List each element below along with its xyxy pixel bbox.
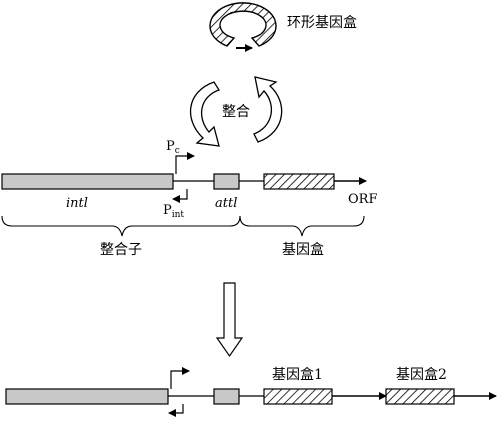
intl-gene-bottom	[5, 388, 169, 405]
attl-site	[213, 173, 240, 190]
pc-promoter-arrow-bottom	[170, 367, 190, 389]
attl-label: attl	[215, 196, 237, 211]
cassette-1	[263, 388, 333, 405]
pint-promoter-arrow-bottom	[168, 404, 184, 417]
integron-brace	[1, 215, 241, 237]
result-down-arrow	[215, 282, 244, 358]
integration-arrow-down	[189, 81, 220, 147]
gene-cassette-1-label: 基因盒1	[272, 366, 323, 383]
gene-cassette-label: 基因盒	[282, 241, 324, 258]
circular-cassette-ring	[209, 2, 277, 47]
circular-cassette: 环形基因盒	[209, 2, 357, 52]
integron-construct: Pc Pint intl attl ORF	[1, 139, 377, 220]
attl-site-bottom	[213, 388, 240, 405]
pint-promoter-arrow	[172, 189, 188, 203]
cassette-brace	[239, 215, 365, 237]
braces: 整合子 基因盒	[1, 215, 365, 258]
cassette-orf	[263, 173, 335, 190]
intl-label: intl	[66, 196, 88, 211]
integration-arrows: 整合	[189, 76, 283, 147]
pc-label: Pc	[166, 139, 180, 156]
integron-label: 整合子	[100, 242, 142, 258]
circular-cassette-label: 环形基因盒	[287, 14, 357, 31]
cassette-2	[385, 388, 455, 405]
integration-arrow-up	[253, 76, 283, 143]
integration-label: 整合	[222, 104, 250, 120]
pint-label: Pint	[163, 203, 184, 220]
intl-gene	[1, 173, 174, 190]
integrated-construct: 基因盒1 基因盒2	[5, 366, 497, 417]
pc-promoter-arrow	[175, 152, 195, 174]
orf-label: ORF	[348, 192, 377, 207]
gene-cassette-2-label: 基因盒2	[396, 366, 447, 383]
